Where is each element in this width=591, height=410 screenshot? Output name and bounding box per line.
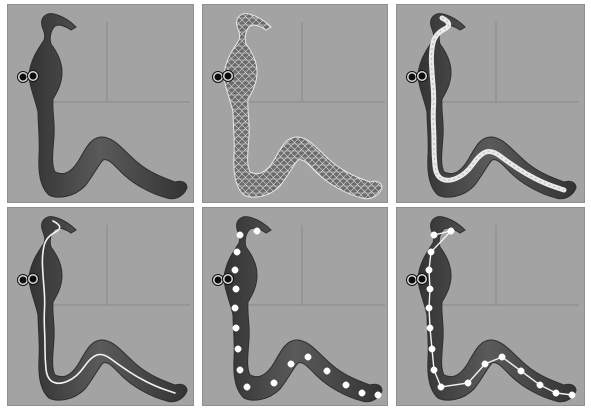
creature-model xyxy=(18,14,188,199)
creature-model xyxy=(18,217,188,402)
joint-dot xyxy=(271,380,277,386)
left-pupil xyxy=(20,277,27,284)
joint-dot xyxy=(438,384,444,390)
right-pupil xyxy=(30,73,37,80)
left-pupil xyxy=(409,277,416,284)
panel-skeleton-mesh-model xyxy=(396,4,585,203)
spine-tube xyxy=(431,18,564,190)
joint-dot xyxy=(428,249,434,255)
joint-dot xyxy=(427,325,433,331)
creature-body xyxy=(29,217,187,402)
joint-dot xyxy=(232,267,238,273)
joint-dot xyxy=(482,361,488,367)
joint-dot xyxy=(324,368,330,374)
eyes-group xyxy=(18,274,39,286)
creature-body xyxy=(29,14,187,199)
left-pupil xyxy=(215,74,222,81)
joint-dot xyxy=(553,390,559,396)
joint-dot xyxy=(254,228,260,234)
model-viewport xyxy=(7,207,194,406)
spine-curve xyxy=(42,221,175,393)
joint-dot xyxy=(431,232,437,238)
creature-model xyxy=(407,217,577,402)
joint-dot xyxy=(359,390,365,396)
joint-dot xyxy=(305,354,311,360)
mesh-silhouette xyxy=(224,14,382,199)
left-pupil xyxy=(409,74,416,81)
joint-dot xyxy=(232,305,238,311)
joint-dot xyxy=(537,382,543,388)
panel-joint-dots-model xyxy=(202,207,388,406)
bone-chain xyxy=(429,231,572,395)
joint-dot xyxy=(235,346,241,352)
joint-dot xyxy=(244,384,250,390)
right-pupil xyxy=(419,276,426,283)
model-viewport xyxy=(7,4,194,203)
eyes-group xyxy=(407,274,428,286)
joint-dot xyxy=(499,354,505,360)
joint-dot xyxy=(427,286,433,292)
panel-wireframe-model xyxy=(202,4,388,203)
joint-dot xyxy=(237,232,243,238)
joint-dot xyxy=(518,368,524,374)
model-viewport xyxy=(202,207,388,406)
eyes-group xyxy=(213,274,234,286)
left-pupil xyxy=(215,277,222,284)
creature-model xyxy=(407,14,577,199)
panel-joint-bones-model xyxy=(396,207,585,406)
joint-dot xyxy=(288,361,294,367)
joint-dot xyxy=(426,305,432,311)
left-pupil xyxy=(20,74,27,81)
eyes-group xyxy=(213,71,234,83)
eyes-group xyxy=(18,71,39,83)
joint-dot xyxy=(233,325,239,331)
joint-dot xyxy=(465,380,471,386)
joint-set xyxy=(426,228,575,398)
joint-dot xyxy=(448,228,454,234)
creature-model xyxy=(202,4,388,203)
joint-dot xyxy=(429,346,435,352)
joint-dot xyxy=(343,382,349,388)
joint-dot xyxy=(431,367,437,373)
creature-body xyxy=(224,217,382,402)
model-viewport xyxy=(202,4,388,203)
joint-dot xyxy=(569,392,575,398)
joint-dot xyxy=(426,267,432,273)
eyes-group xyxy=(407,71,428,83)
joint-dot xyxy=(233,286,239,292)
creature-body xyxy=(418,217,576,402)
joint-dot xyxy=(375,392,381,398)
right-pupil xyxy=(225,276,232,283)
creature-model xyxy=(213,217,383,402)
panel-spine-curve-model xyxy=(7,207,194,406)
model-viewport xyxy=(396,4,585,203)
joint-set xyxy=(232,228,381,398)
right-pupil xyxy=(419,73,426,80)
joint-dot xyxy=(234,249,240,255)
mesh-wire-lattice xyxy=(202,4,388,203)
creature-body xyxy=(418,14,576,199)
joint-dot xyxy=(237,367,243,373)
panel-solid-model xyxy=(7,4,194,203)
spine-tube-wires xyxy=(431,18,564,190)
right-pupil xyxy=(30,276,37,283)
right-pupil xyxy=(225,73,232,80)
model-viewport xyxy=(396,207,585,406)
